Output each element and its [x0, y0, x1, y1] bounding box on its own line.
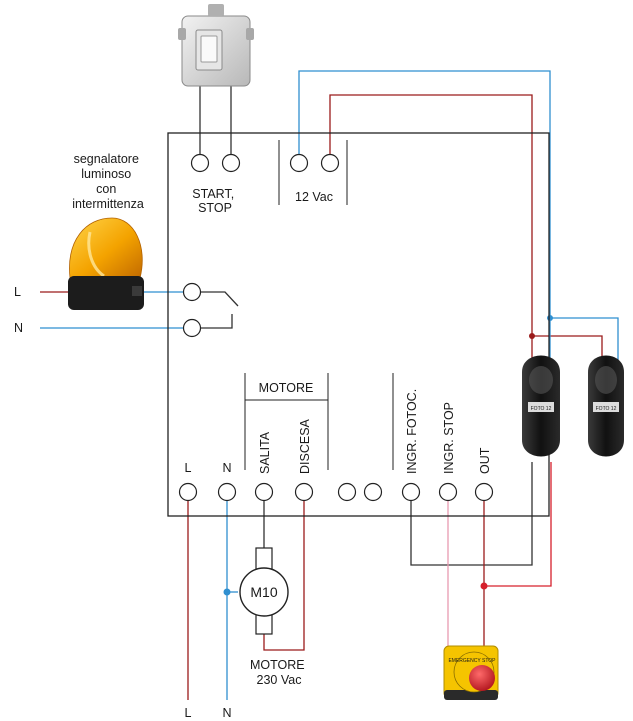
terminal-12vac-1 [289, 153, 309, 173]
control-board [167, 132, 550, 517]
photocell-transmitter-icon: FOTO 12 [522, 355, 560, 457]
svg-text:FOTO 12: FOTO 12 [531, 406, 552, 412]
junction-dot-red-rx [529, 333, 535, 339]
junction-dot-out [480, 582, 488, 590]
terminal-start-1 [190, 153, 210, 173]
vac12-label: 12 Vac [295, 190, 333, 204]
relay-contact [200, 291, 239, 329]
svg-text:EMERGENCY STOP: EMERGENCY STOP [448, 658, 496, 664]
terminal-out [474, 482, 494, 502]
start-stop-switch-icon [178, 4, 254, 87]
terminal-l [178, 482, 198, 502]
terminal-fotoc [401, 482, 421, 502]
terminal-free-1 [337, 482, 357, 502]
mains-n-left-label: N [14, 321, 23, 335]
terminal-free-2 [363, 482, 383, 502]
photocell-receiver-icon: FOTO 12 [588, 355, 624, 457]
vac12-wire-blue [298, 70, 619, 360]
ingr-stop-label: INGR. STOP [442, 402, 456, 474]
out-feed-wire [484, 462, 552, 587]
terminal-12vac-2 [320, 153, 340, 173]
motor-symbol-icon [239, 547, 289, 635]
mains-l-bottom-label: L [185, 706, 192, 720]
junction-dot-n [223, 588, 231, 596]
motor-symbol-label: M10 [250, 584, 277, 600]
terminal-stop [438, 482, 458, 502]
fotoc-wire [410, 462, 533, 566]
mains-n-bottom-label: N [222, 706, 231, 720]
terminal-l-label: L [185, 461, 192, 475]
motor-caption: MOTORE 230 Vac [250, 658, 308, 687]
discesa-label: DISCESA [298, 418, 312, 474]
terminal-salita [254, 482, 274, 502]
terminal-start-2 [221, 153, 241, 173]
ingr-fotoc-label: INGR. FOTOC. [405, 389, 419, 474]
salita-label: SALITA [258, 431, 272, 474]
out-label: OUT [478, 447, 492, 474]
terminal-n-label: N [222, 461, 231, 475]
flashing-lamp-icon [68, 217, 144, 310]
svg-text:FOTO 12: FOTO 12 [596, 406, 617, 412]
emergency-stop-icon: EMERGENCY STOP [443, 645, 499, 700]
start-stop-label: START, STOP [192, 187, 237, 215]
terminal-n [217, 482, 237, 502]
terminal-lamp-1 [182, 282, 202, 302]
junction-dot-blue-rx [547, 315, 553, 321]
motore-header: MOTORE [259, 381, 314, 395]
lamp-caption: segnalatore luminoso con intermittenza [72, 152, 144, 211]
terminal-lamp-2 [182, 318, 202, 338]
vac12-wire-red [329, 94, 603, 360]
terminal-discesa [294, 482, 314, 502]
discesa-wire [263, 492, 305, 651]
mains-l-left-label: L [14, 285, 21, 299]
